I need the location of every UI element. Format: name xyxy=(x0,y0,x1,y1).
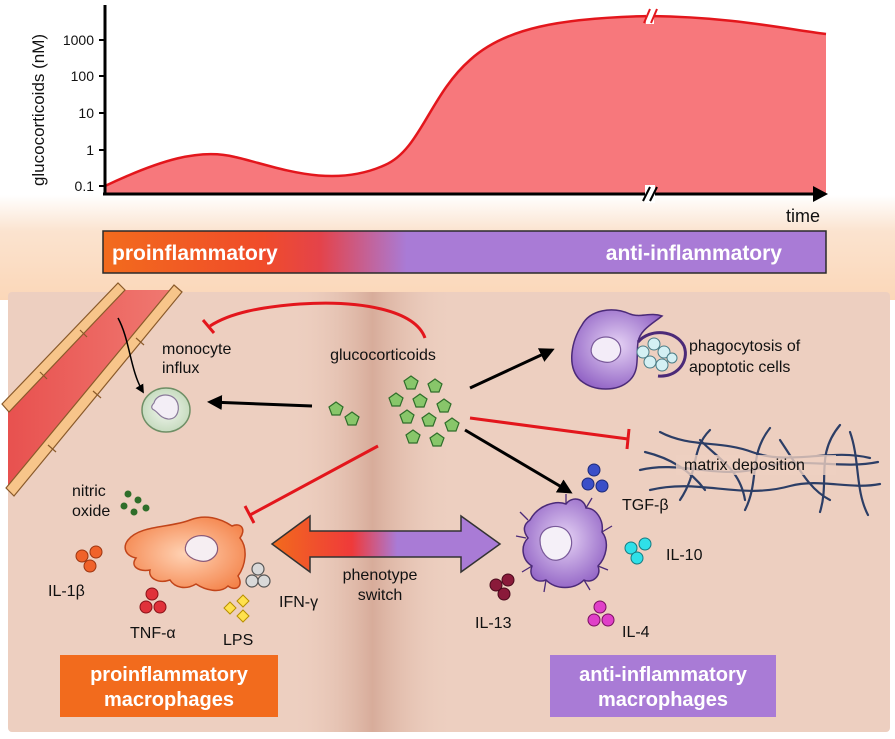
il1b-label: IL-1β xyxy=(48,583,85,600)
vessel-wall-bottom xyxy=(5,284,183,497)
lps-diamonds xyxy=(223,594,250,623)
anti-box-label-2: macrophages xyxy=(598,689,728,711)
phenotype-label-1: phenotype xyxy=(343,567,418,584)
banner-right-label: anti-inflammatory xyxy=(606,242,783,265)
anti-inflammatory-macrophage xyxy=(515,494,613,593)
il10-dots xyxy=(624,537,652,565)
lps-label: LPS xyxy=(223,632,253,649)
x-axis-label: time xyxy=(786,206,820,226)
monocyte-label-2: influx xyxy=(162,360,199,377)
phagocytosis-label-1: phagocytosis of xyxy=(689,338,801,355)
inhibit-matrix-line xyxy=(469,416,629,441)
anti-box-bg xyxy=(550,655,776,717)
monocyte-cell xyxy=(141,387,191,433)
inhibit-matrix-bar xyxy=(625,428,631,450)
nitric-oxide-label-2: oxide xyxy=(72,503,110,520)
arrow-to-phagocytosis xyxy=(469,348,555,390)
vessel-wall-top xyxy=(1,282,126,413)
tgfb-label: TGF-β xyxy=(622,497,669,514)
matrix-label-bg xyxy=(676,455,836,475)
glucocorticoid-chart: 1000 100 10 1 0.1 glucocorticoids (nM) t… xyxy=(29,5,828,226)
pro-box-bg xyxy=(60,655,278,717)
y-tick-label: 1 xyxy=(86,142,94,158)
x-axis-arrowhead xyxy=(813,186,828,202)
il10-label: IL-10 xyxy=(666,547,703,564)
phenotype-label-2: switch xyxy=(358,587,402,604)
ifng-dots xyxy=(245,562,271,588)
y-tick-label: 0.1 xyxy=(75,178,95,194)
anti-box-label-1: anti-inflammatory xyxy=(579,664,748,686)
pro-box-label-1: proinflammatory xyxy=(90,664,249,686)
tnfa-label: TNF-α xyxy=(130,625,176,642)
phagocytic-macrophage xyxy=(571,309,687,390)
inhibit-pro-line xyxy=(249,444,379,517)
arrow-to-anti-macrophage xyxy=(464,428,573,494)
nitric-oxide-dots xyxy=(120,490,150,516)
matrix-label: matrix deposition xyxy=(684,457,805,474)
ifng-label: IFN-γ xyxy=(279,594,318,611)
il13-label: IL-13 xyxy=(475,615,512,632)
influx-arrow xyxy=(117,317,144,394)
tissue-center-shade xyxy=(290,292,455,732)
y-ticks xyxy=(99,39,105,187)
tgfb-dots xyxy=(581,463,609,493)
phenotype-switch-arrow xyxy=(270,514,502,574)
glucocorticoids-label: glucocorticoids xyxy=(330,347,436,364)
il4-label: IL-4 xyxy=(622,624,650,641)
glucocorticoid-molecules xyxy=(328,375,460,447)
banner-left-label: proinflammatory xyxy=(112,242,278,265)
pro-box-label-2: macrophages xyxy=(104,689,234,711)
inhibit-influx-bar xyxy=(201,319,216,334)
curve-break xyxy=(643,8,658,24)
il13-dots xyxy=(489,573,515,601)
y-axis-label: glucocorticoids (nM) xyxy=(29,34,48,186)
proinflammatory-macrophages-box: proinflammatory macrophages xyxy=(60,655,278,717)
arrow-to-monocyte xyxy=(207,394,313,410)
nitric-oxide-label-1: nitric xyxy=(72,483,106,500)
il4-dots xyxy=(587,600,615,627)
area-line xyxy=(104,14,827,188)
proinflammatory-macrophage xyxy=(124,516,246,592)
inflammation-banner: proinflammatory anti-inflammatory xyxy=(102,230,827,274)
y-tick-label: 1000 xyxy=(63,32,94,48)
phagocytosis-label-2: apoptotic cells xyxy=(689,359,790,376)
il1b-dots xyxy=(75,545,103,573)
x-axis-break xyxy=(642,185,658,203)
area-fill xyxy=(105,16,826,193)
inhibit-influx-arc xyxy=(209,301,427,339)
y-tick-label: 100 xyxy=(71,68,95,84)
blood-vessel xyxy=(1,282,183,497)
y-tick-label: 10 xyxy=(78,105,94,121)
inhibit-pro-bar xyxy=(243,505,256,524)
anti-inflammatory-macrophages-box: anti-inflammatory macrophages xyxy=(550,655,776,717)
monocyte-label-1: monocyte xyxy=(162,341,231,358)
tnfa-dots xyxy=(139,587,167,614)
banner-bar xyxy=(102,230,827,274)
